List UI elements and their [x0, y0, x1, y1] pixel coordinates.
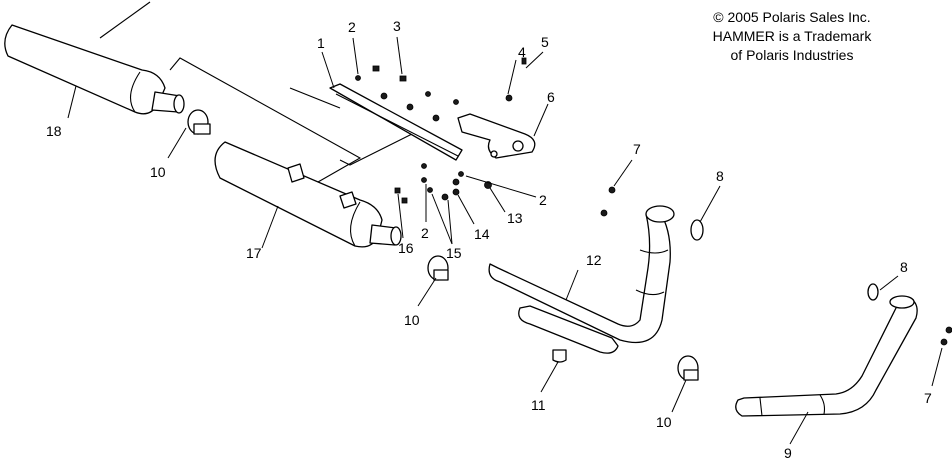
callout-2: 2 — [348, 19, 356, 35]
head-pipe-front — [488, 205, 675, 354]
callout-numbers: 1 2 3 4 5 6 2 7 8 13 14 15 2 16 12 18 10… — [46, 18, 932, 460]
callout-18: 18 — [46, 123, 62, 139]
callout-2: 2 — [539, 192, 547, 208]
trademark-line: HAMMER is a Trademark — [712, 28, 872, 44]
callout-14: 14 — [474, 226, 490, 242]
callout-8: 8 — [716, 168, 724, 184]
callout-2: 2 — [421, 225, 429, 241]
callout-8: 8 — [900, 259, 908, 275]
copyright-notice: © 2005 Polaris Sales Inc. HAMMER is a Tr… — [672, 8, 912, 65]
callout-7: 7 — [633, 141, 641, 157]
callout-12: 12 — [586, 252, 602, 268]
hardware — [355, 57, 952, 346]
callout-10: 10 — [656, 414, 672, 430]
callout-16: 16 — [398, 240, 414, 256]
head-pipe-rear — [735, 295, 918, 417]
callout-15: 15 — [446, 245, 462, 261]
callout-13: 13 — [507, 210, 523, 226]
callout-4: 4 — [518, 44, 526, 60]
muffler-lower — [214, 141, 402, 248]
mounting-bracket — [329, 83, 463, 161]
guide-lines — [99, 1, 421, 199]
callout-11: 11 — [531, 397, 546, 413]
leader-lines — [67, 36, 943, 445]
callout-10: 10 — [150, 164, 166, 180]
callout-5: 5 — [541, 34, 549, 50]
trademark-owner-line: of Polaris Industries — [730, 47, 854, 63]
callout-17: 17 — [246, 245, 262, 261]
clamp-upper — [187, 109, 211, 135]
callout-7: 7 — [924, 390, 932, 406]
gasket-upper — [690, 219, 704, 241]
callout-10: 10 — [404, 312, 420, 328]
callout-3: 3 — [393, 18, 401, 34]
plug — [552, 349, 567, 363]
callout-9: 9 — [784, 445, 792, 460]
clamp-lower — [677, 355, 699, 381]
copyright-line: © 2005 Polaris Sales Inc. — [713, 9, 871, 25]
callout-6: 6 — [547, 89, 555, 105]
callout-1: 1 — [317, 35, 325, 51]
gasket-lower — [867, 283, 879, 301]
support-bracket — [457, 113, 536, 159]
muffler-upper — [4, 24, 185, 115]
clamp-middle — [427, 255, 449, 281]
